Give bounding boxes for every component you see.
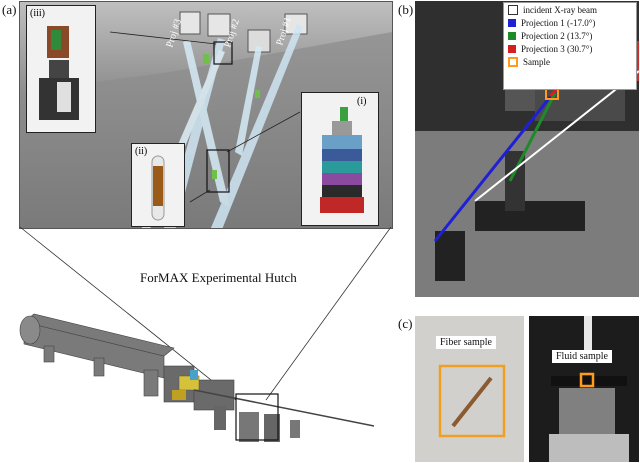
legend: incident X-ray beam Projection 1 (-17.0°…: [503, 2, 637, 90]
hutch-title: ForMAX Experimental Hutch: [140, 270, 297, 285]
sample-marker: [212, 170, 217, 179]
legend-swatch-proj3: [508, 44, 516, 53]
panel-label-c: (c): [398, 316, 413, 331]
fiber-sample-label: Fiber sample: [436, 336, 496, 349]
highlight-box-i: [206, 149, 230, 193]
inset-i: (i): [301, 92, 379, 226]
stage-drawing: [39, 26, 79, 120]
sample-marker: [255, 90, 260, 98]
legend-swatch-sample: [508, 56, 518, 67]
fluid-sample-label: Fluid sample: [552, 350, 612, 363]
legend-item: Sample: [504, 55, 636, 68]
beam-incident: [474, 70, 639, 202]
legend-label: Projection 2 (13.7°): [521, 30, 593, 41]
highlight-box-iii: [213, 41, 233, 65]
legend-swatch-proj2: [508, 31, 516, 40]
inset-ii-label: (ii): [135, 146, 148, 157]
photo-fluid: [529, 316, 639, 462]
legend-label: Projection 3 (30.7°): [521, 43, 593, 54]
beam-proj1: [433, 90, 557, 242]
beamline-drawing: [19, 313, 375, 442]
zoom-lines: [19, 226, 392, 401]
legend-swatch-incident: [508, 4, 518, 15]
fiber-photo-scene: [415, 316, 524, 462]
legend-item: Projection 1 (-17.0°): [504, 16, 636, 29]
sample-marker: [203, 54, 209, 64]
inset-i-label: (i): [357, 96, 367, 107]
legend-item: Projection 3 (30.7°): [504, 42, 636, 55]
fluid-sample-box: [579, 372, 595, 388]
inset-iii-label: (iii): [30, 8, 45, 19]
legend-label: Sample: [523, 56, 550, 67]
detector-proj3: [179, 11, 201, 35]
capillary-drawing: [151, 155, 165, 221]
fiber-strip: [451, 376, 493, 428]
legend-swatch-proj1: [508, 18, 516, 27]
panel-label-b: (b): [398, 2, 414, 17]
sample-stack-drawing: [320, 107, 364, 213]
fluid-photo-scene: [529, 316, 639, 462]
panel-label-a: (a): [2, 2, 17, 17]
fiber-sample-box: [438, 364, 506, 438]
legend-label: Projection 1 (-17.0°): [521, 17, 596, 28]
detector-proj2: [207, 13, 231, 37]
legend-item: Projection 2 (13.7°): [504, 29, 636, 42]
hutch-highlight-box: [235, 393, 279, 441]
inset-ii: (ii): [131, 143, 185, 227]
inset-iii: (iii): [26, 5, 96, 133]
legend-item: incident X-ray beam: [504, 3, 636, 16]
legend-label: incident X-ray beam: [523, 4, 597, 15]
